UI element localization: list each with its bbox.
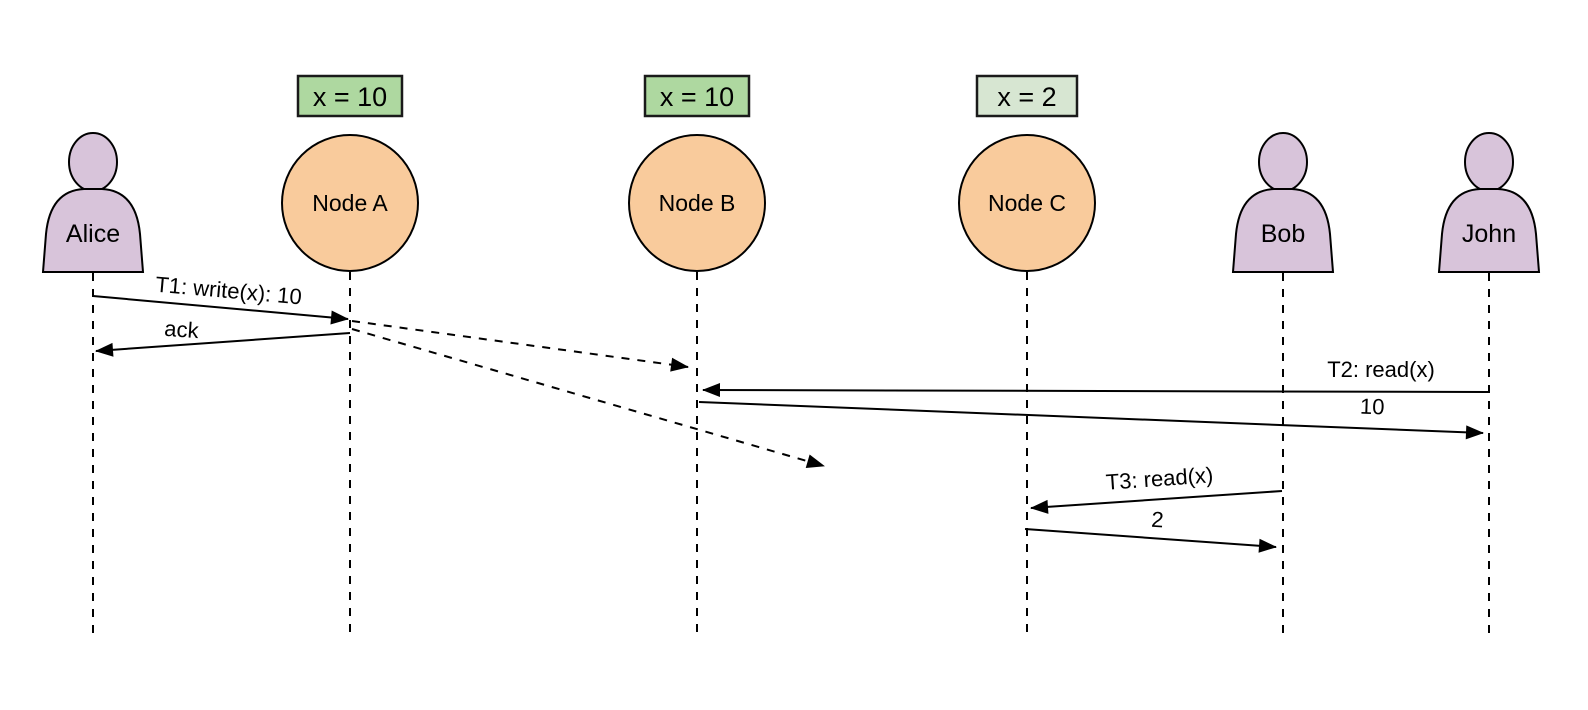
participant-node-b: Node B	[628, 134, 766, 272]
node-circle-icon	[958, 134, 1096, 272]
message-t1-write: T1: write(x): 10	[92, 272, 349, 325]
value-label-node-b: x = 10	[660, 82, 734, 112]
value-box-node-c: x = 2	[975, 74, 1079, 118]
node-c-label: Node C	[988, 190, 1066, 216]
message-label: 10	[1360, 394, 1385, 420]
message-label: T3: read(x)	[1105, 462, 1214, 494]
node-b-label: Node B	[659, 190, 736, 216]
value-box-rect	[643, 74, 751, 118]
message-t2-read: T2: read(x)	[702, 357, 1489, 398]
value-label-node-c: x = 2	[997, 82, 1056, 112]
person-icon	[1438, 132, 1540, 273]
message-t1-ack: ack	[95, 316, 351, 357]
john-label: John	[1462, 220, 1516, 248]
person-icon	[1232, 132, 1334, 273]
message-arrow	[698, 401, 1484, 440]
value-label-node-a: x = 10	[313, 82, 387, 112]
value-box-rect	[975, 74, 1079, 118]
participant-john: John	[1438, 132, 1540, 273]
node-circle-icon	[628, 134, 766, 272]
message-t2-response: 10	[698, 394, 1484, 440]
replication-arrow	[351, 328, 825, 468]
participant-bob: Bob	[1232, 132, 1334, 273]
message-t3-response: 2	[1024, 507, 1277, 553]
message-label: 2	[1151, 507, 1165, 533]
message-label: ack	[164, 316, 201, 343]
message-arrow	[1030, 490, 1283, 514]
value-box-node-b: x = 10	[643, 74, 751, 118]
participant-node-a: Node A	[281, 134, 419, 272]
message-arrow	[1024, 528, 1277, 553]
message-replicate-to-node-c-in-flight	[351, 328, 825, 468]
person-icon	[42, 132, 144, 273]
bob-label: Bob	[1261, 220, 1305, 248]
participant-alice: Alice	[42, 132, 144, 273]
message-arrow	[92, 295, 349, 325]
participant-node-c: Node C	[958, 134, 1096, 272]
message-arrow	[95, 332, 351, 357]
message-arrow	[702, 383, 1489, 398]
value-box-rect	[296, 74, 404, 118]
node-circle-icon	[281, 134, 419, 272]
message-t3-read: T3: read(x)	[1030, 462, 1283, 514]
node-a-label: Node A	[312, 190, 388, 216]
alice-label: Alice	[66, 220, 120, 248]
message-label: T2: read(x)	[1327, 357, 1435, 382]
value-box-node-a: x = 10	[296, 74, 404, 118]
